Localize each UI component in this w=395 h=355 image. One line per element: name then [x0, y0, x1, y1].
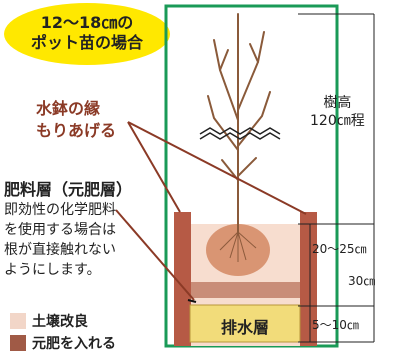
- dim-lower-label: 5〜10㎝: [312, 318, 359, 332]
- soil-wall-left: [174, 212, 191, 346]
- dim-upper-label: 20〜25㎝: [312, 242, 367, 256]
- legend-swatch: [10, 313, 26, 329]
- tree-height-label: 樹高 120㎝程: [310, 95, 365, 129]
- fertilizer-layer: [191, 282, 300, 298]
- drainage-label: 排水層: [220, 318, 269, 337]
- legend: 土壌改良 元肥を入れる: [10, 311, 170, 353]
- rim-callout: 水鉢の縁 もりあげる: [36, 99, 117, 140]
- fertilizer-note: 即効性の化学肥料 を使用する場合は 根が直接触れない ようにします。: [4, 202, 116, 278]
- fertilizer-heading: 肥料層（元肥層）: [4, 180, 133, 199]
- soil-wall-right: [300, 212, 317, 346]
- legend-swatch: [10, 335, 26, 351]
- title-text: 12〜18㎝の ポット苗の場合: [30, 13, 143, 52]
- roots: [219, 231, 257, 262]
- drainage-layer: [189, 304, 301, 343]
- legend-label: 元肥を入れる: [32, 336, 116, 352]
- title-badge: [4, 3, 170, 65]
- drain-pointer: [187, 299, 197, 303]
- callout-lines: [115, 121, 307, 301]
- legend-item: 元肥を入れる: [10, 333, 170, 353]
- legend-item: 土壌改良: [10, 311, 170, 331]
- dim-total-label: 30㎝: [348, 274, 376, 288]
- legend-label: 土壌改良: [32, 314, 88, 330]
- break-mark: [199, 127, 281, 135]
- dimensions: [298, 13, 375, 343]
- tree: [207, 13, 271, 233]
